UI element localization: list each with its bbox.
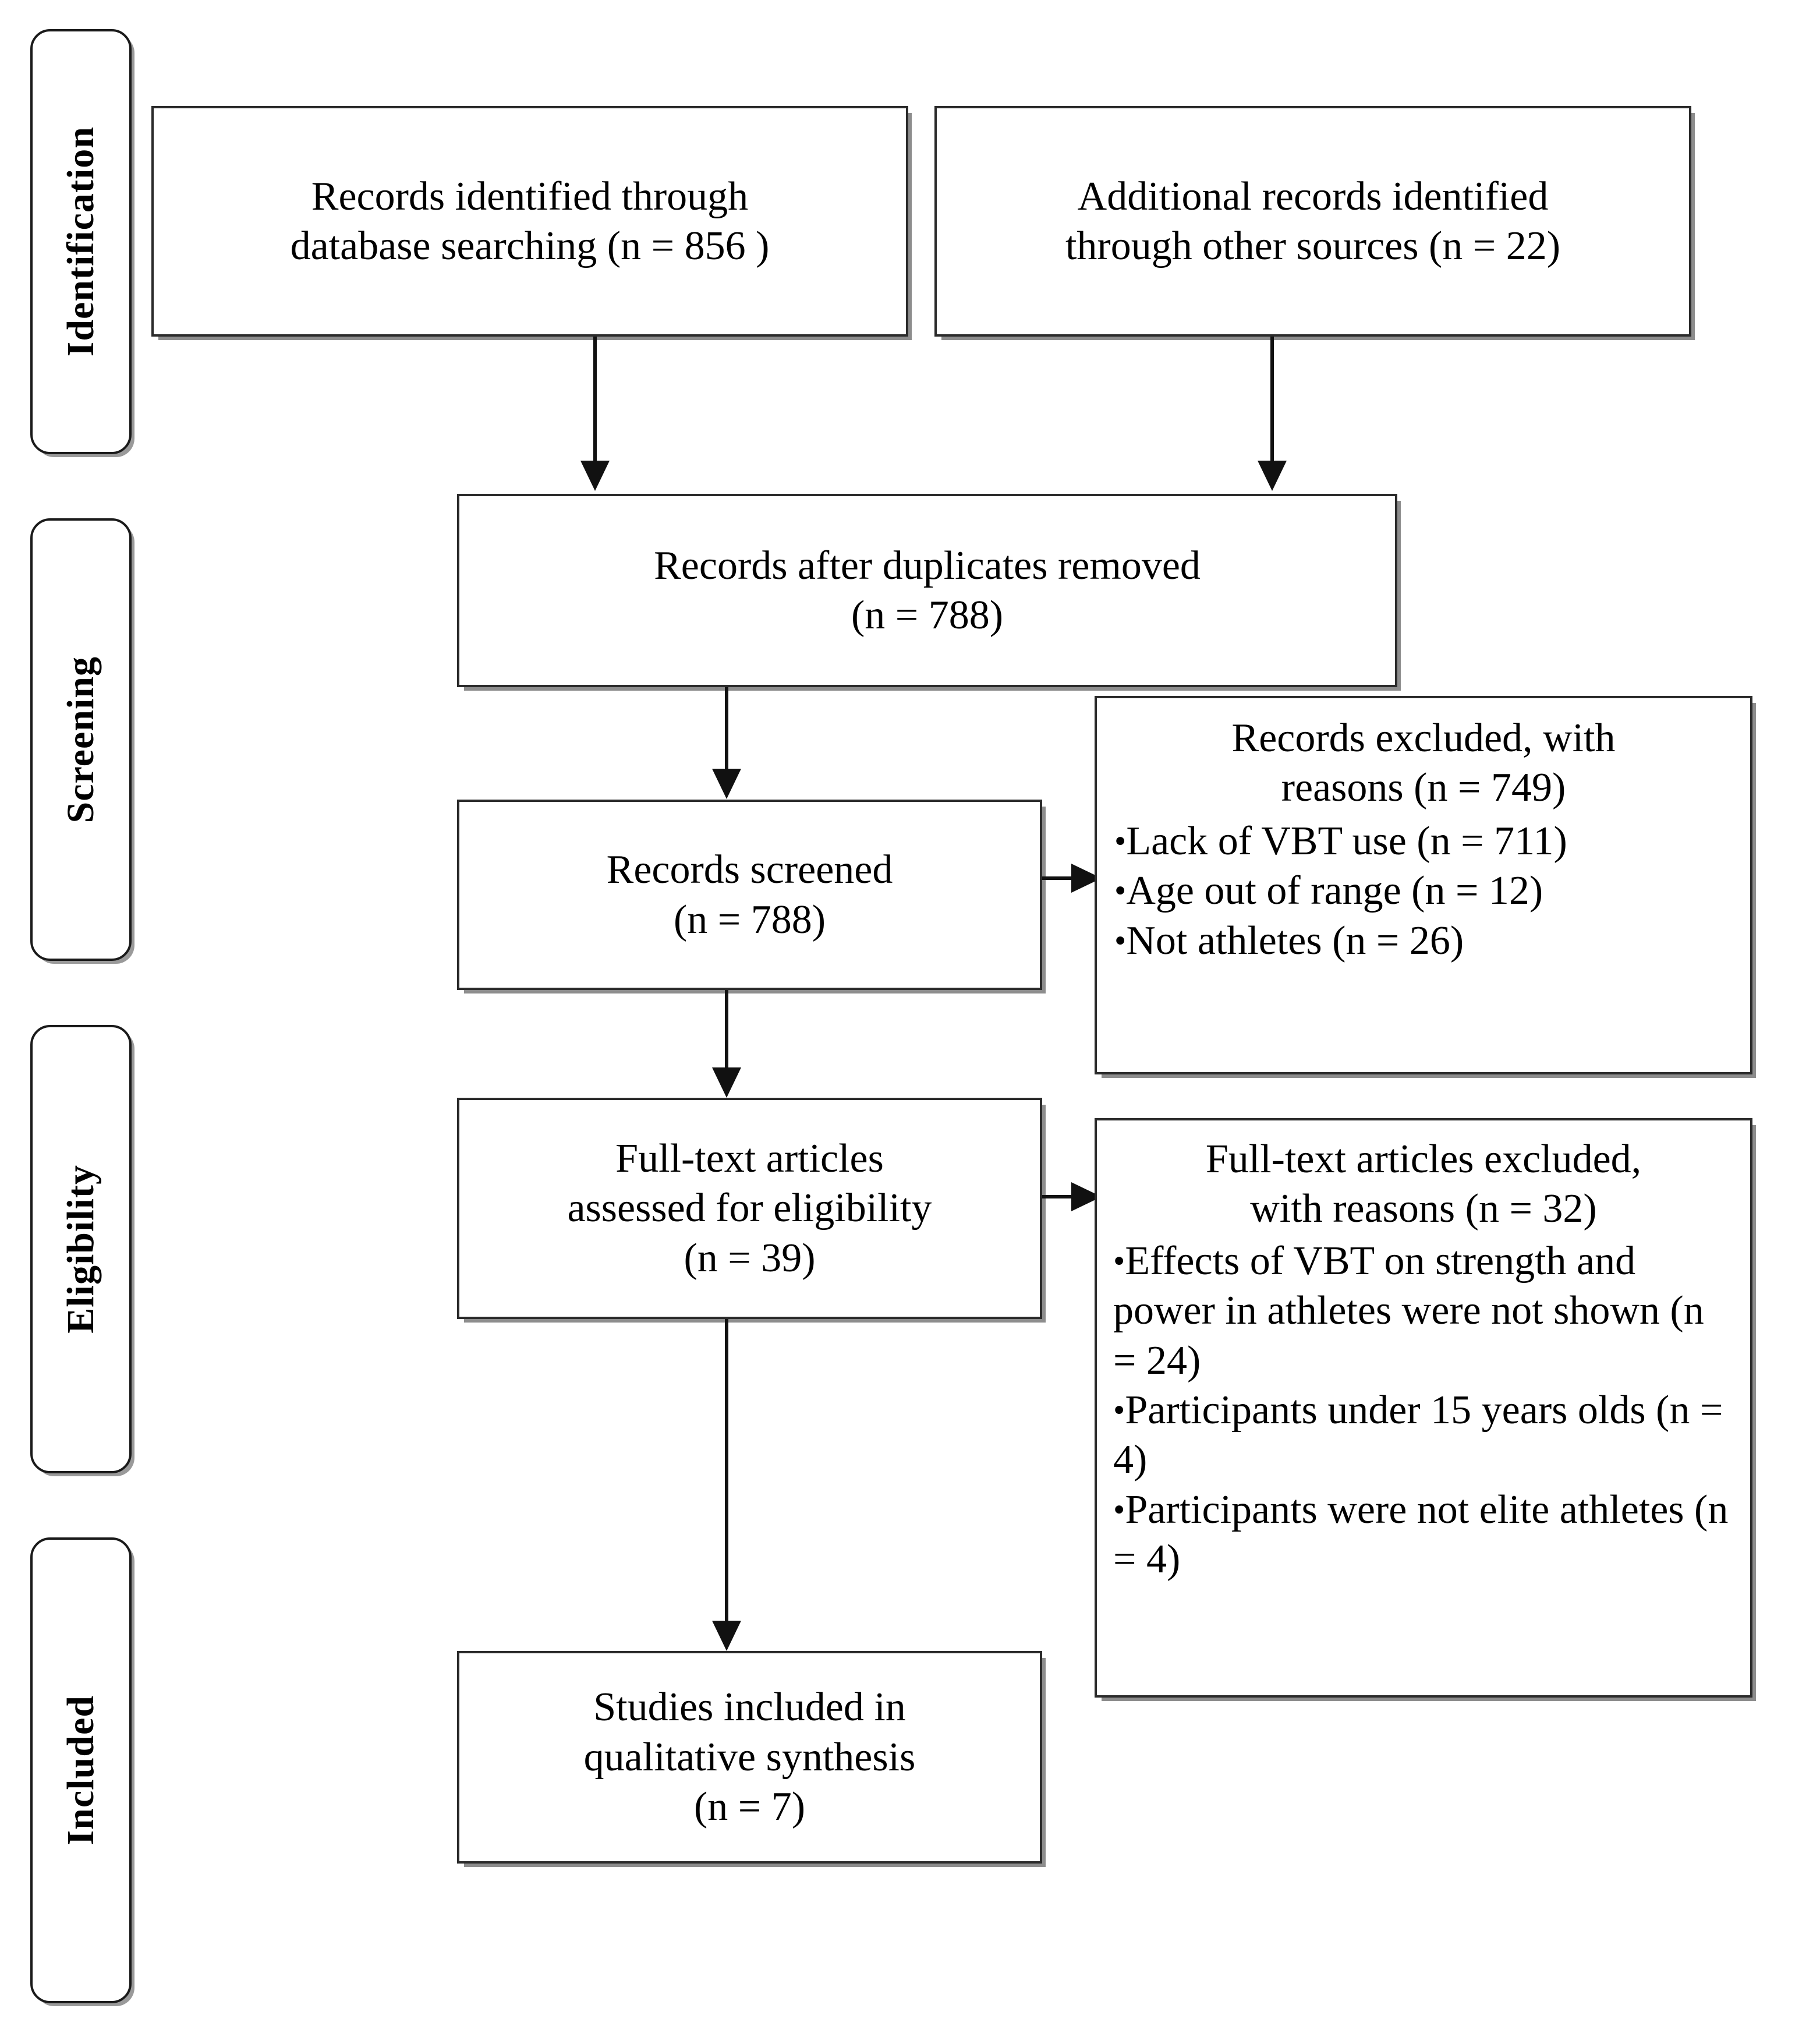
arrowhead-screened-to-fulltext — [712, 1067, 741, 1098]
bullet-icon: • — [1114, 822, 1127, 860]
bullet-icon: • — [1114, 871, 1127, 910]
bullet-icon: • — [1113, 1242, 1125, 1280]
box-records-excluded-reason-1-text: Lack of VBT use (n = 711) — [1126, 818, 1567, 864]
box-records-excluded-reason-2: •Age out of range (n = 12) — [1114, 866, 1733, 915]
box-database-search-line-1: Records identified through — [311, 174, 749, 219]
connector-screened-to-fulltext — [725, 990, 728, 1069]
box-records-excluded-reason-3: •Not athletes (n = 26) — [1114, 916, 1733, 966]
box-records-screened: Records screened (n = 788) — [457, 800, 1042, 990]
box-fulltext-assessed-line-1: Full-text articles — [615, 1136, 884, 1181]
box-fulltext-excluded-reason-1: •Effects of VBT on strength and power in… — [1113, 1236, 1734, 1385]
stage-screening-label: Screening — [59, 656, 102, 823]
bullet-icon: • — [1113, 1490, 1125, 1529]
stage-eligibility: Eligibility — [30, 1025, 132, 1473]
box-duplicates-removed-line-1: Records after duplicates removed — [654, 543, 1201, 588]
box-records-excluded-reason-1: •Lack of VBT use (n = 711) — [1114, 816, 1733, 866]
box-fulltext-excluded-reason-1-text: Effects of VBT on strength and power in … — [1113, 1238, 1704, 1383]
box-studies-included-line-3: (n = 7) — [693, 1784, 806, 1830]
stage-eligibility-label: Eligibility — [59, 1165, 102, 1334]
box-fulltext-assessed-line-2: assessed for eligibility — [567, 1186, 932, 1231]
box-other-sources: Additional records identified through ot… — [934, 106, 1691, 337]
connector-fulltext-to-included — [725, 1319, 728, 1622]
box-fulltext-excluded-reason-2-text: Participants under 15 years olds (n = 4) — [1113, 1387, 1723, 1483]
box-database-search-line-2: database searching (n = 856 ) — [290, 224, 770, 268]
box-other-sources-line-2: through other sources (n = 22) — [1065, 224, 1561, 268]
arrowhead-fulltext-to-included — [712, 1621, 741, 1651]
connector-screened-to-excluded — [1042, 876, 1077, 880]
box-records-excluded-reason-2-text: Age out of range (n = 12) — [1126, 868, 1543, 914]
stage-identification: Identification — [30, 29, 132, 454]
connector-duplicates-to-screened — [725, 687, 728, 770]
box-fulltext-excluded-reason-3: •Participants were not elite athletes (n… — [1113, 1485, 1734, 1585]
box-studies-included-line-2: qualitative synthesis — [583, 1734, 916, 1780]
box-fulltext-excluded-heading-1: Full-text articles excluded, — [1205, 1137, 1642, 1182]
connector-fulltext-to-excluded — [1042, 1195, 1077, 1198]
box-records-excluded: Records excluded, with reasons (n = 749)… — [1095, 696, 1752, 1074]
box-studies-included: Studies included in qualitative synthesi… — [457, 1651, 1042, 1864]
box-duplicates-removed: Records after duplicates removed (n = 78… — [457, 494, 1397, 687]
connector-other-sources-to-duplicates — [1270, 337, 1274, 462]
box-fulltext-assessed: Full-text articles assessed for eligibil… — [457, 1098, 1042, 1319]
arrowhead-other-sources-to-duplicates — [1258, 461, 1287, 491]
box-fulltext-assessed-line-3: (n = 39) — [684, 1235, 816, 1281]
box-studies-included-line-1: Studies included in — [593, 1685, 906, 1730]
box-records-excluded-heading-2: reasons (n = 749) — [1281, 765, 1566, 811]
connector-database-to-duplicates — [593, 337, 597, 462]
box-fulltext-excluded: Full-text articles excluded, with reason… — [1095, 1118, 1752, 1698]
arrowhead-database-to-duplicates — [580, 461, 610, 491]
stage-included-label: Included — [59, 1695, 102, 1845]
box-other-sources-line-1: Additional records identified — [1077, 174, 1549, 219]
stage-included: Included — [30, 1537, 132, 2003]
box-fulltext-excluded-reason-2: •Participants under 15 years olds (n = 4… — [1113, 1385, 1734, 1485]
box-fulltext-excluded-heading-2: with reasons (n = 32) — [1250, 1186, 1597, 1232]
stage-identification-label: Identification — [59, 126, 102, 357]
box-records-excluded-reason-3-text: Not athletes (n = 26) — [1126, 918, 1464, 963]
box-records-screened-line-2: (n = 788) — [673, 897, 826, 942]
box-database-search: Records identified through database sear… — [151, 106, 908, 337]
box-duplicates-removed-line-2: (n = 788) — [851, 593, 1004, 638]
arrowhead-duplicates-to-screened — [712, 769, 741, 799]
box-records-excluded-heading-1: Records excluded, with — [1231, 716, 1616, 761]
box-records-screened-line-1: Records screened — [606, 847, 893, 893]
stage-screening: Screening — [30, 518, 132, 961]
bullet-icon: • — [1114, 921, 1127, 960]
bullet-icon: • — [1113, 1391, 1125, 1429]
box-fulltext-excluded-reason-3-text: Participants were not elite athletes (n … — [1113, 1487, 1729, 1582]
